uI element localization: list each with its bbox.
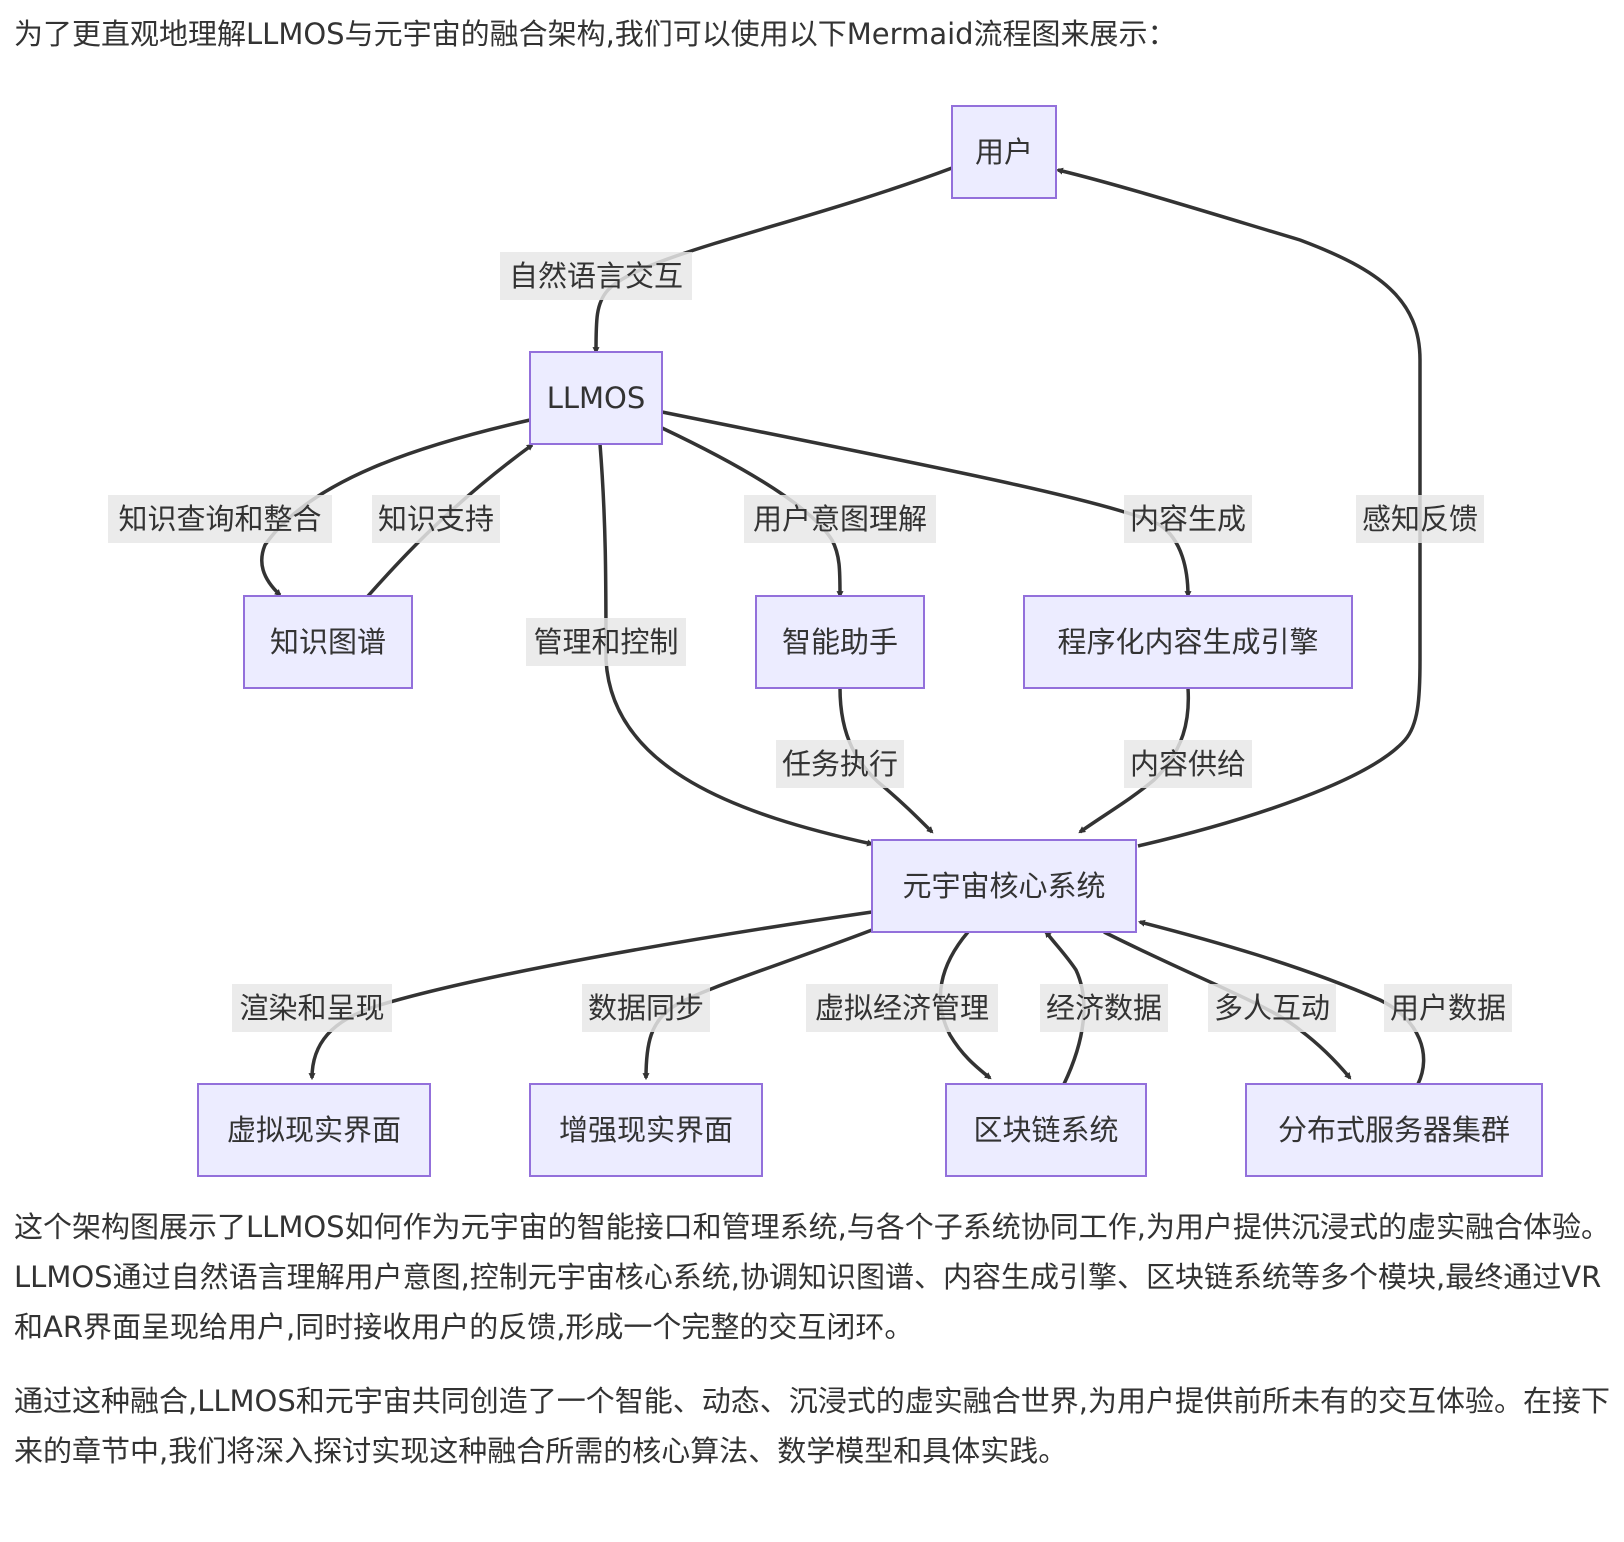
node-user: 用户	[951, 105, 1057, 199]
edge-label-llmos-kg: 知识查询和整合	[108, 495, 332, 543]
svg-text:经济数据: 经济数据	[1046, 991, 1162, 1025]
edge-label-core-servers: 多人互动	[1208, 984, 1336, 1032]
svg-text:内容生成: 内容生成	[1130, 502, 1246, 536]
svg-text:增强现实界面: 增强现实界面	[559, 1113, 733, 1147]
edge-llmos-pcg	[661, 410, 1192, 599]
svg-text:元宇宙核心系统: 元宇宙核心系统	[902, 869, 1105, 903]
edge-label-core-ar: 数据同步	[582, 984, 710, 1032]
edge-label-pcg-core: 内容供给	[1124, 740, 1252, 788]
svg-text:管理和控制: 管理和控制	[533, 625, 678, 659]
node-blockchain: 区块链系统	[945, 1083, 1147, 1177]
summary-paragraph: 这个架构图展示了LLMOS如何作为元宇宙的智能接口和管理系统,与各个子系统协同工…	[14, 1210, 1611, 1344]
svg-text:用户: 用户	[975, 135, 1033, 169]
edge-label-user-llmos: 自然语言交互	[500, 252, 692, 300]
edge-label-llmos-core: 管理和控制	[526, 618, 686, 666]
edge-label-llmos-pcg: 内容生成	[1124, 495, 1252, 543]
svg-text:知识支持: 知识支持	[378, 502, 494, 536]
svg-text:用户数据: 用户数据	[1390, 991, 1506, 1025]
edge-label-servers-core: 用户数据	[1384, 984, 1512, 1032]
svg-text:智能助手: 智能助手	[782, 625, 898, 659]
svg-text:用户意图理解: 用户意图理解	[753, 502, 927, 536]
svg-text:多人互动: 多人互动	[1214, 991, 1330, 1025]
edge-llmos-core	[598, 443, 875, 847]
intro-text: 为了更直观地理解LLMOS与元宇宙的融合架构,我们可以使用以下Mermaid流程…	[14, 17, 1177, 51]
node-ar-interface: 增强现实界面	[529, 1083, 763, 1177]
node-assistant: 智能助手	[755, 595, 925, 689]
svg-text:内容供给: 内容供给	[1130, 747, 1246, 781]
edge-blockchain-core	[1044, 930, 1086, 1085]
edge-servers-core	[1137, 919, 1426, 1085]
svg-text:感知反馈: 感知反馈	[1362, 502, 1478, 536]
edge-label-core-vr: 渲染和呈现	[232, 984, 392, 1032]
edge-core-vr	[308, 910, 873, 1081]
conclusion-paragraph: 通过这种融合,LLMOS和元宇宙共同创造了一个智能、动态、沉浸式的虚实融合世界,…	[14, 1384, 1611, 1468]
svg-text:数据同步: 数据同步	[588, 991, 704, 1025]
node-metaverse-core: 元宇宙核心系统	[871, 839, 1137, 933]
svg-text:任务执行: 任务执行	[782, 747, 898, 781]
node-server-cluster: 分布式服务器集群	[1245, 1083, 1543, 1177]
svg-text:虚拟经济管理: 虚拟经济管理	[815, 991, 989, 1025]
node-llmos: LLMOS	[529, 351, 663, 445]
svg-text:知识查询和整合: 知识查询和整合	[118, 502, 321, 536]
edge-label-blockchain-core: 经济数据	[1040, 984, 1168, 1032]
svg-text:分布式服务器集群: 分布式服务器集群	[1278, 1113, 1510, 1147]
svg-text:自然语言交互: 自然语言交互	[509, 259, 683, 293]
edge-core-user	[1055, 167, 1422, 848]
edge-label-kg-llmos: 知识支持	[372, 495, 500, 543]
svg-text:虚拟现实界面: 虚拟现实界面	[227, 1113, 401, 1147]
svg-text:知识图谱: 知识图谱	[270, 625, 386, 659]
svg-text:渲染和呈现: 渲染和呈现	[239, 991, 384, 1025]
edge-label-core-user: 感知反馈	[1356, 495, 1484, 543]
edge-label-llmos-assistant: 用户意图理解	[744, 495, 936, 543]
edge-label-assistant-core: 任务执行	[776, 740, 904, 788]
svg-text:LLMOS: LLMOS	[547, 381, 646, 415]
svg-text:区块链系统: 区块链系统	[973, 1113, 1118, 1147]
edge-label-core-blockchain: 虚拟经济管理	[806, 984, 998, 1032]
node-knowledge-graph: 知识图谱	[243, 595, 413, 689]
node-vr-interface: 虚拟现实界面	[197, 1083, 431, 1177]
svg-text:程序化内容生成引擎: 程序化内容生成引擎	[1057, 625, 1318, 659]
node-pcg-engine: 程序化内容生成引擎	[1023, 595, 1353, 689]
